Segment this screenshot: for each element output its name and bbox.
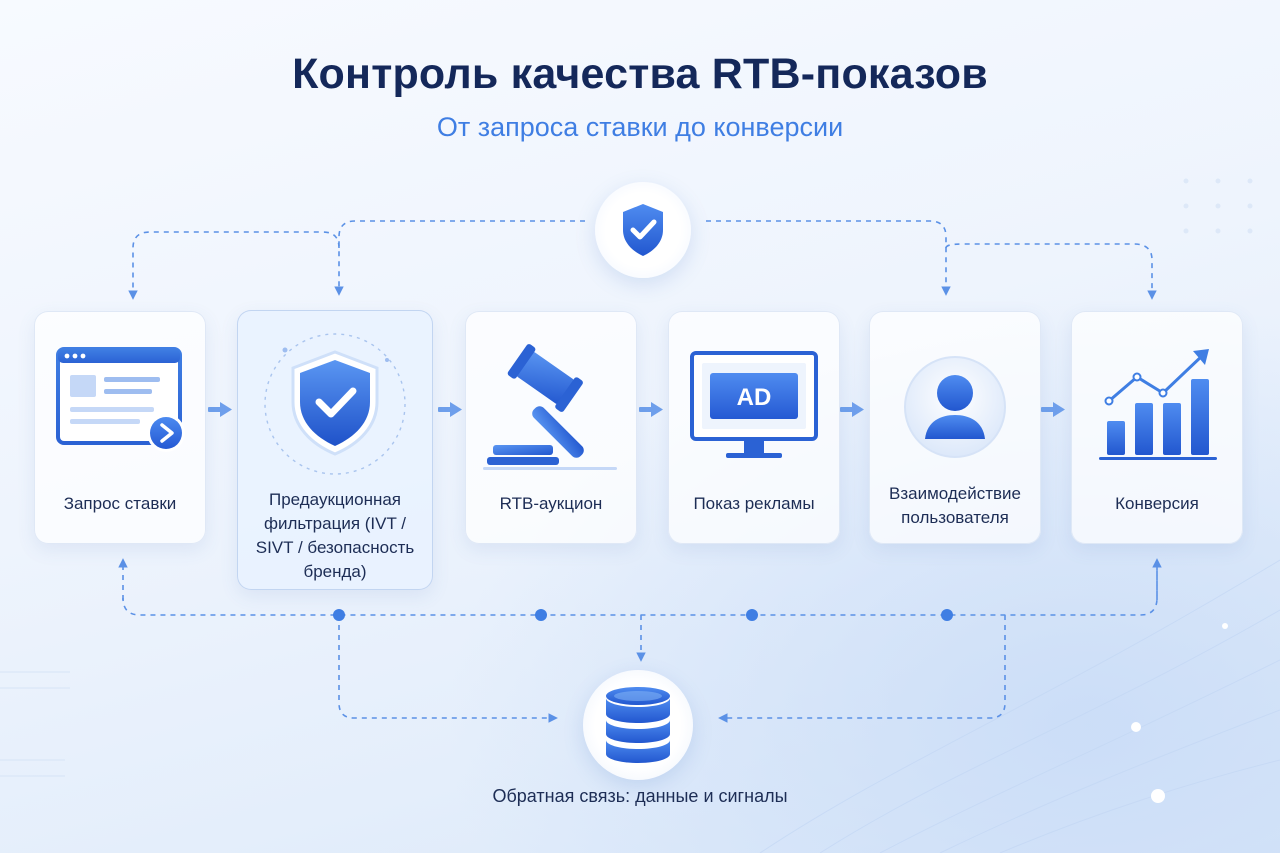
stage-arrow [840, 402, 864, 417]
gavel-icon [483, 344, 617, 470]
stage-label: Предаукционная фильтрация (IVT / SIVT / … [255, 490, 415, 581]
stage-arrow [208, 402, 232, 417]
feedback-label: Обратная связь: данные и сигналы [492, 786, 788, 806]
user-icon [904, 356, 1006, 458]
stage-arrow [438, 402, 462, 417]
stage-card-user-engagement: Взаимодействие пользователя [869, 311, 1041, 544]
quality-control-hub [595, 182, 691, 278]
stage-label: Показ рекламы [693, 494, 815, 513]
monitor-ad-icon: AD [690, 351, 818, 458]
feedback-data-hub [583, 670, 693, 780]
stage-arrow [1041, 402, 1065, 417]
growth-chart-icon [1099, 349, 1217, 460]
shield-check-icon [623, 204, 663, 256]
page-title: Контроль качества RTB-показов [292, 50, 988, 98]
ad-badge: AD [737, 384, 772, 411]
browser-play-icon [56, 347, 185, 452]
database-icon [606, 687, 670, 763]
stage-label: Запрос ставки [63, 494, 177, 513]
stage-card-conversion: Конверсия [1071, 311, 1243, 544]
stage-card-ad-impression: AD Показ рекламы [668, 311, 840, 544]
page-subtitle: От запроса ставки до конверсии [436, 112, 844, 142]
stage-card-bid-request: Запрос ставки [34, 311, 206, 544]
stage-card-prebid-filtering: Предаукционная фильтрация (IVT / SIVT / … [237, 310, 433, 590]
stage-label: Конверсия [1115, 494, 1199, 513]
stage-label: Взаимодействие пользователя [889, 484, 1021, 527]
stage-arrow [639, 402, 663, 417]
stage-label: RTB-аукцион [499, 494, 603, 513]
shield-check-icon [264, 333, 406, 475]
stage-card-rtb-auction: RTB-аукцион [465, 311, 637, 544]
